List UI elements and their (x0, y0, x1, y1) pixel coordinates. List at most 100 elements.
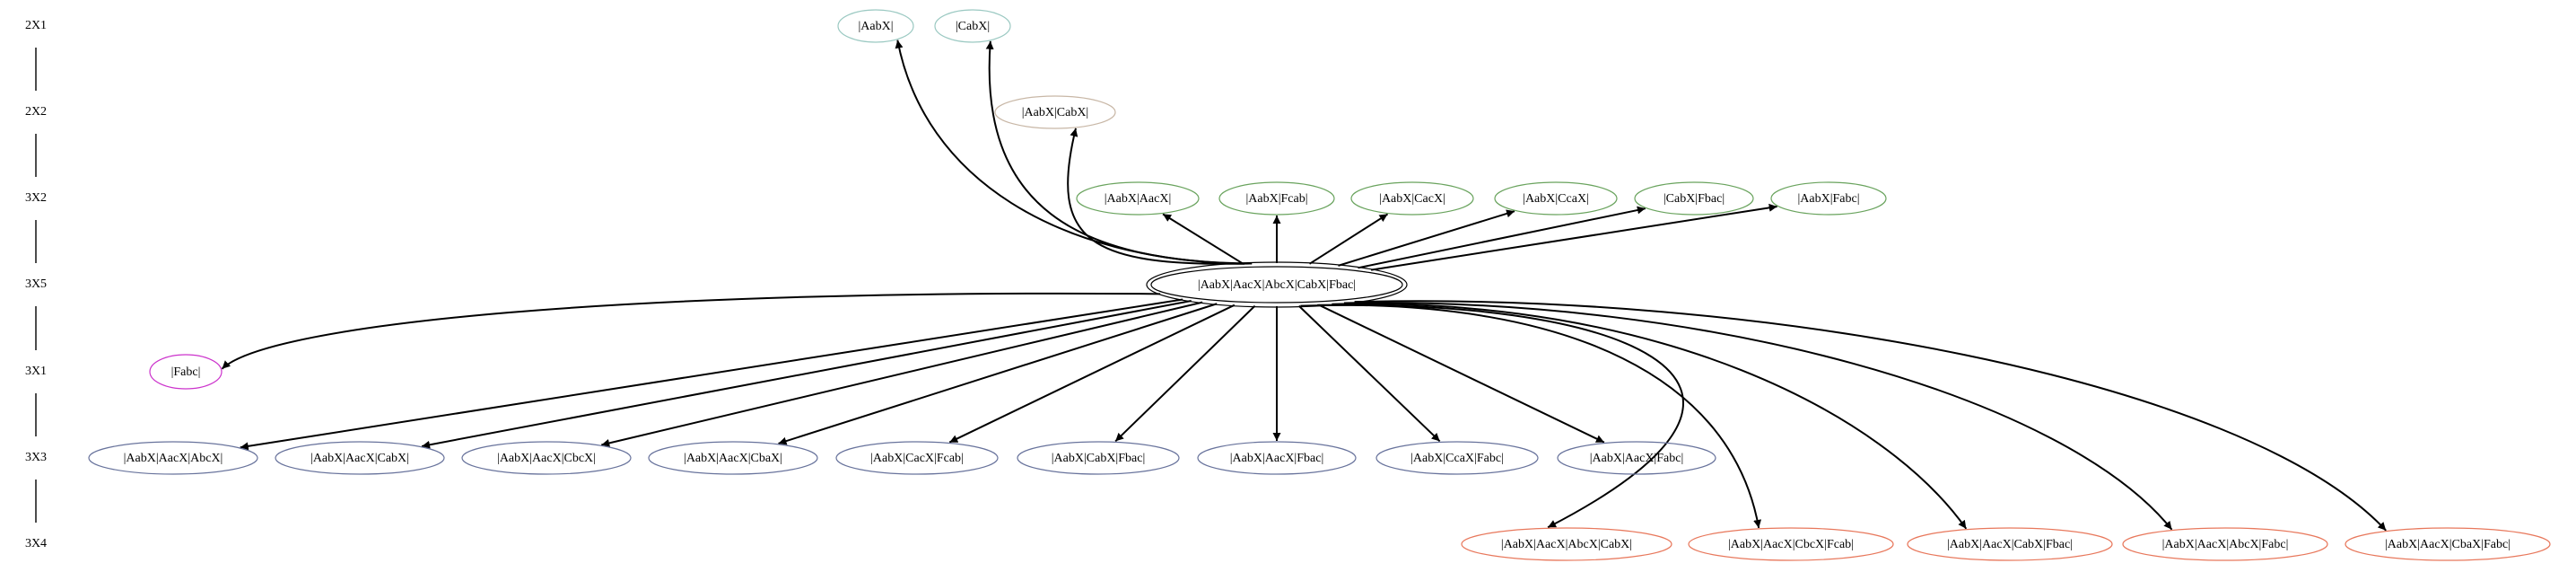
node-ellipse (1076, 181, 1200, 216)
node-label: |AabX|AacX|CbcX| (497, 452, 596, 465)
node-ellipse (1688, 527, 1894, 561)
node-r3_aabxfabc: |AabX|Fabc| (1770, 181, 1887, 216)
edge-r6_2 (421, 300, 1192, 449)
node-label: |AabX|AacX|Fabc| (1590, 452, 1684, 465)
edge-r5_fabc (221, 292, 1161, 370)
node-ellipse (1494, 181, 1618, 216)
node-label: |AabX|CacX| (1379, 192, 1445, 206)
node-label: |AabX|AacX|CbaX| (684, 452, 782, 465)
edges (221, 40, 2387, 532)
rank-label-4: 3X5 (25, 277, 47, 291)
node-center: |AabX|AacX|AbcX|CabX|Fbac| (1146, 261, 1408, 308)
edge-r7_2 (1317, 304, 1762, 529)
node-label: |AabX|Fabc| (1797, 192, 1859, 206)
node-label: |AabX|AacX|Fbac| (1230, 452, 1324, 465)
node-label: |AabX|AacX|CabX| (310, 452, 409, 465)
node-label: |AabX|CabX|Fbac| (1052, 452, 1146, 465)
node-ellipse (1350, 181, 1474, 216)
edge-r6_9 (1318, 304, 1605, 444)
rank-label-6: 3X3 (25, 451, 47, 464)
edge-r3_aabxccax (1338, 209, 1515, 267)
node-ellipse (1634, 181, 1754, 216)
node-r1_aabx: |AabX| (837, 9, 914, 43)
node-ellipse (88, 441, 258, 475)
node-label: |AabX|CacX|Fcab| (870, 452, 964, 465)
node-r6_9: |AabX|AacX|Fabc| (1557, 441, 1716, 475)
node-label: |CabX| (956, 20, 990, 33)
edge-r6_6 (1114, 304, 1256, 443)
node-r6_3: |AabX|AacX|CbcX| (461, 441, 632, 475)
node-label: |AabX|Fcab| (1245, 192, 1307, 206)
node-label: |AabX|AacX|CabX|Fbac| (1947, 538, 2073, 551)
edge-r6_3 (601, 301, 1203, 447)
node-label: |AabX|CabX| (1022, 106, 1089, 119)
edge-r7_3 (1332, 303, 1968, 530)
edge-r3_aabxfabc (1370, 203, 1777, 271)
edge-r6_4 (778, 303, 1218, 445)
node-r6_2: |AabX|AacX|CabX| (275, 441, 445, 475)
node-r6_5: |AabX|CacX|Fcab| (835, 441, 999, 475)
node-r5_fabc: |Fabc| (149, 354, 223, 390)
node-label: |Fabc| (171, 365, 201, 379)
node-ellipse (1557, 441, 1716, 475)
node-r6_7: |AabX|AacX|Fbac| (1197, 441, 1357, 475)
node-label: |AabX|AacX|AbcX|Fabc| (2162, 538, 2289, 551)
node-r3_aabxaacx: |AabX|AacX| (1076, 181, 1200, 216)
rank-label-2: 2X2 (25, 105, 47, 119)
edge-r7_5 (1354, 300, 2387, 532)
node-label: |AabX|AacX| (1105, 192, 1172, 206)
node-ellipse (1150, 266, 1403, 304)
edge-r2_aabxcabx (1067, 128, 1250, 265)
node-r1_cabx: |CabX| (934, 9, 1011, 43)
node-label: |AabX|AacX|AbcX| (124, 452, 223, 465)
node-label: |AabX|AacX|AbcX|CabX|Fbac| (1198, 278, 1356, 292)
node-ellipse (1197, 441, 1357, 475)
node-r6_8: |AabX|CcaX|Fabc| (1375, 441, 1539, 475)
node-ellipse-outer (1146, 261, 1408, 308)
edge-r6_1 (240, 298, 1183, 451)
nodes: |AabX|AacX|AbcX|CabX|Fbac| |AabX| |CabX| |A… (88, 9, 2551, 561)
node-ellipse (994, 95, 1116, 129)
node-ellipse (1375, 441, 1539, 475)
node-ellipse (1770, 181, 1887, 216)
node-label: |AabX|CcaX| (1523, 192, 1589, 206)
node-label: |CabX|Fbac| (1663, 192, 1725, 206)
node-r6_1: |AabX|AacX|AbcX| (88, 441, 258, 475)
node-r3_aabxfcab: |AabX|Fcab| (1218, 181, 1335, 216)
rank-label-3: 3X2 (25, 191, 47, 205)
edge-r7_1 (1300, 304, 1684, 529)
node-ellipse (934, 9, 1011, 43)
node-r3_aabxccax: |AabX|CcaX| (1494, 181, 1618, 216)
node-r7_4: |AabX|AacX|AbcX|Fabc| (2122, 527, 2328, 561)
edge-r3_cabxfbac (1358, 206, 1646, 269)
node-ellipse (1907, 527, 2113, 561)
node-r3_aabxcacx: |AabX|CacX| (1350, 181, 1474, 216)
node-r3_cabxfbac: |CabX|Fbac| (1634, 181, 1754, 216)
node-label: |AabX| (858, 20, 893, 33)
node-ellipse (648, 441, 818, 475)
node-label: |AabX|AacX|AbcX|CabX| (1501, 538, 1632, 551)
node-ellipse (1461, 527, 1672, 561)
edge-r6_8 (1297, 304, 1441, 443)
node-ellipse (1017, 441, 1180, 475)
edge-r3_aabxcacx (1308, 213, 1389, 265)
node-ellipse (1218, 181, 1335, 216)
edge-r6_5 (948, 304, 1236, 444)
rank-axis: 2X1 2X2 3X2 3X5 3X1 3X3 3X4 (25, 19, 47, 550)
node-ellipse (275, 441, 445, 475)
edge-r3_aabxaacx (1162, 213, 1244, 265)
node-r2_aabxcabx: |AabX|CabX| (994, 95, 1116, 129)
edge-r1_cabx (985, 40, 1253, 265)
rank-label-1: 2X1 (25, 19, 47, 32)
node-r7_3: |AabX|AacX|CabX|Fbac| (1907, 527, 2113, 561)
node-r6_6: |AabX|CabX|Fbac| (1017, 441, 1180, 475)
rank-label-7: 3X4 (25, 537, 47, 550)
node-ellipse (2345, 527, 2551, 561)
node-r7_1: |AabX|AacX|AbcX|CabX| (1461, 527, 1672, 561)
node-label: |AabX|AacX|CbcX|Fcab| (1728, 538, 1854, 551)
node-r6_4: |AabX|AacX|CbaX| (648, 441, 818, 475)
node-ellipse (2122, 527, 2328, 561)
node-r7_5: |AabX|AacX|CbaX|Fabc| (2345, 527, 2551, 561)
node-ellipse (461, 441, 632, 475)
